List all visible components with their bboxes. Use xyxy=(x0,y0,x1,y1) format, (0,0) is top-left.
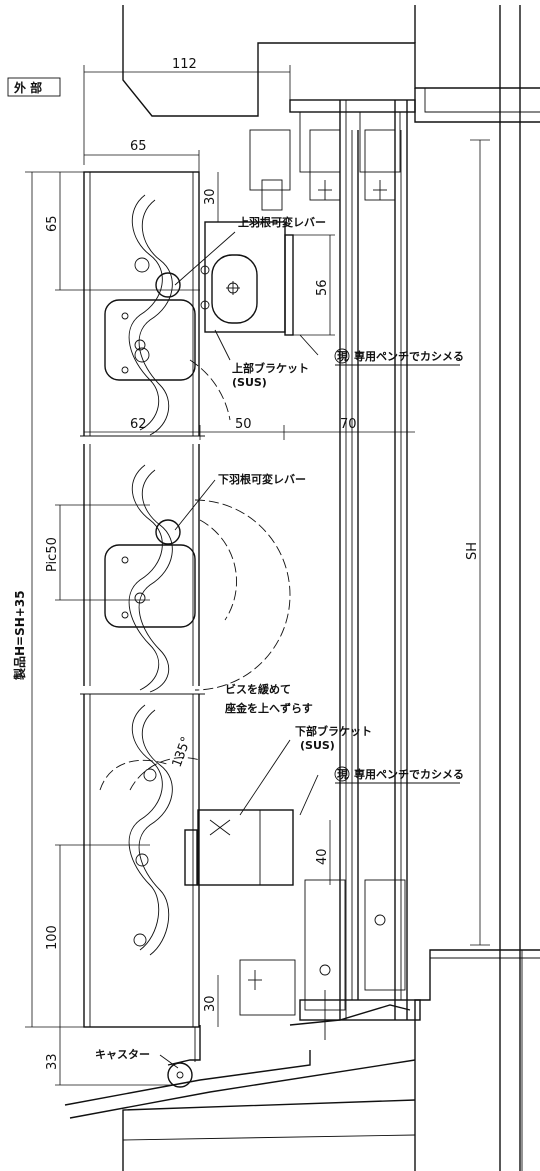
window-sash xyxy=(289,99,421,1040)
dim-112: 112 xyxy=(172,57,197,72)
label-pliers-1: 専用ペンチでカシメる xyxy=(354,349,464,363)
label-caster: キャスター xyxy=(95,1048,150,1061)
label-lower-lever: 下羽根可変レバー xyxy=(218,472,306,486)
label-screw-2: 座金を上へずらす xyxy=(224,701,313,715)
genba-mark-2: 現 xyxy=(337,768,348,781)
label-upper-bracket-mat: (SUS) xyxy=(232,376,267,389)
label-exterior: 外 部 xyxy=(14,80,42,95)
wall-structure xyxy=(64,5,540,1171)
dim-100: 100 xyxy=(45,925,60,950)
caster xyxy=(167,1025,201,1088)
label-screw-1: ビスを緩めて xyxy=(225,682,291,696)
label-lower-bracket-mat: (SUS) xyxy=(300,739,335,752)
dim-40: 40 xyxy=(315,848,330,865)
label-lower-bracket: 下部ブラケット xyxy=(295,724,372,738)
text-labels: 外 部 112 65 65 30 56 62 50 70 Pic50 SH 製品… xyxy=(7,57,480,1070)
dim-pic50: Pic50 xyxy=(45,537,60,572)
dim-62: 62 xyxy=(130,417,147,432)
upper-bracket xyxy=(200,129,294,336)
dim-33: 33 xyxy=(45,1053,60,1070)
genba-mark-1: 現 xyxy=(337,350,348,363)
label-upper-lever: 上羽根可変レバー xyxy=(238,215,326,229)
dim-70: 70 xyxy=(340,417,357,432)
dim-50: 50 xyxy=(235,417,252,432)
dim-135: 135° xyxy=(170,735,195,770)
dim-sh: SH xyxy=(465,542,480,560)
dimensions xyxy=(25,65,490,1086)
dim-30-top: 30 xyxy=(203,188,218,205)
dim-56: 56 xyxy=(315,279,330,296)
dim-65-top: 65 xyxy=(130,139,147,154)
lower-bracket xyxy=(197,809,296,1016)
louver-blades xyxy=(99,194,291,956)
dim-65-left: 65 xyxy=(45,215,60,232)
label-upper-bracket: 上部ブラケット xyxy=(232,361,309,375)
dim-30-bottom: 30 xyxy=(203,995,218,1012)
product-height: 製品H=SH+35 xyxy=(12,590,27,681)
label-pliers-2: 専用ペンチでカシメる xyxy=(354,767,464,781)
